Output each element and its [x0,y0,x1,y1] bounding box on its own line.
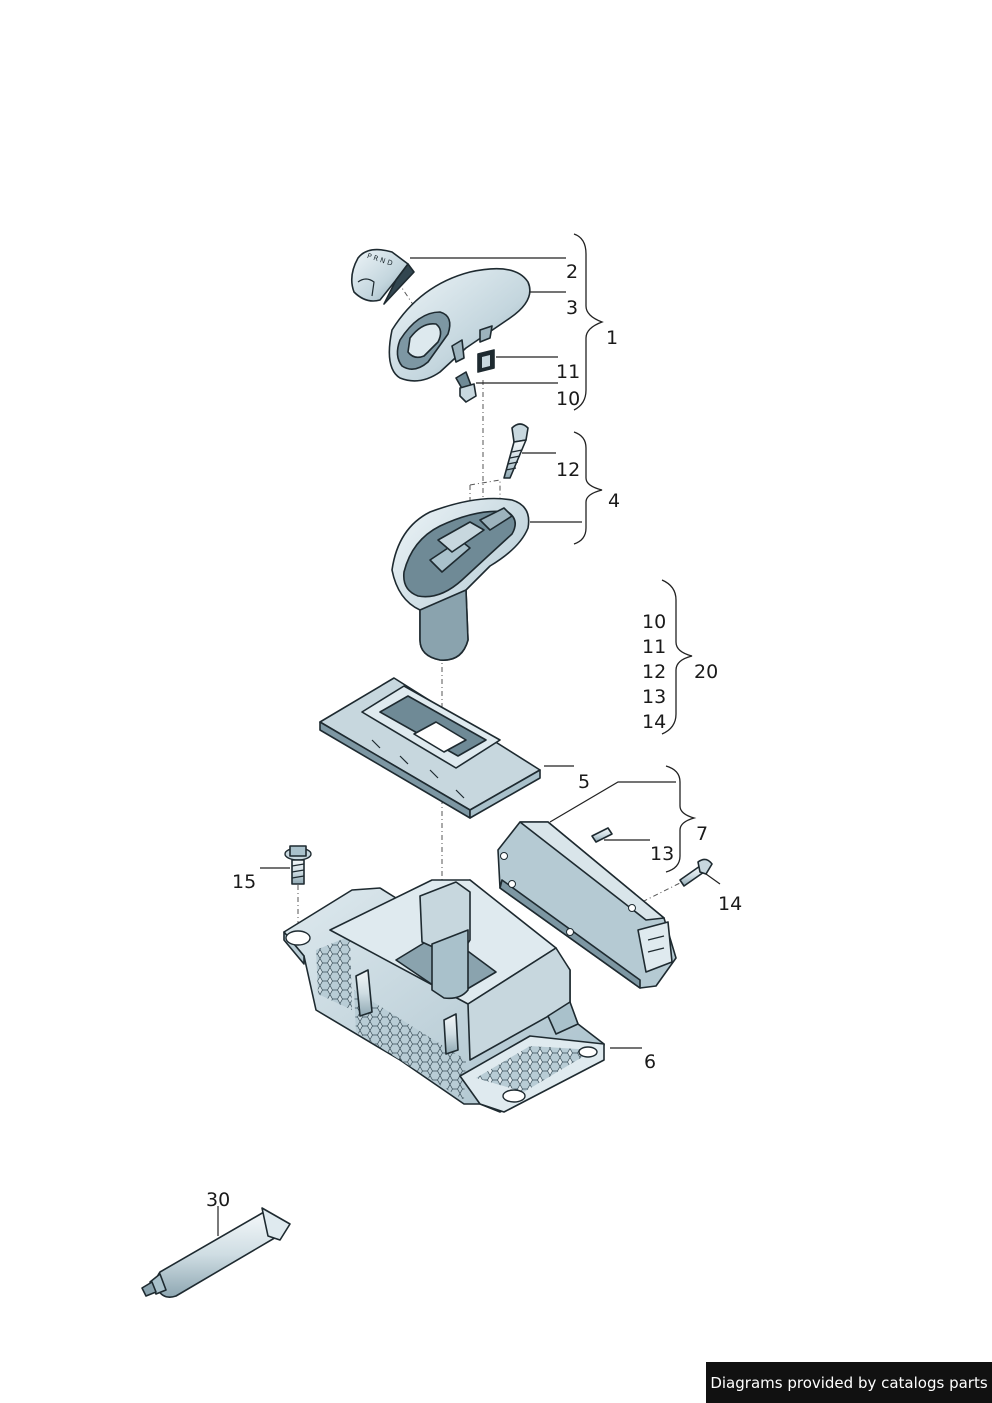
module-screw [679,858,713,887]
callout-1: 1 [606,327,618,349]
knob-cover [388,267,531,382]
trim-plate [319,677,541,819]
kit-item-11: 11 [642,636,666,658]
callout-5: 5 [578,771,590,793]
callout-11: 11 [556,361,580,383]
kit-item-14: 14 [642,711,666,733]
callout-3: 3 [566,297,578,319]
retaining-clip [477,349,495,373]
callout-10: 10 [556,388,580,410]
lubricant-tube [141,1207,291,1298]
braces [573,233,697,873]
callout-2: 2 [566,261,578,283]
callout-30: 30 [206,1189,230,1211]
shifter-housing [283,879,605,1113]
knob-base [391,497,530,661]
callout-7: 7 [696,823,708,845]
credit-banner[interactable]: Diagrams provided by catalogs parts [706,1362,992,1403]
kit-item-12: 12 [642,661,666,683]
callout-20: 20 [694,661,718,683]
gear-selector-cap: P R N D [350,248,415,305]
kit-item-10: 10 [642,611,666,633]
callout-15: 15 [232,871,256,893]
leader-lines [217,257,721,1236]
control-module [497,821,677,989]
callout-13: 13 [650,843,674,865]
flange-bolt [284,845,312,885]
kit-item-13: 13 [642,686,666,708]
small-screw [455,371,477,403]
callout-numbers: 2 3 1 11 10 12 4 10 11 12 20 13 14 5 7 1… [206,261,742,1211]
callout-6: 6 [644,1051,656,1073]
assembly-axis [297,281,691,936]
callout-12: 12 [556,459,580,481]
callout-4: 4 [608,490,620,512]
callout-14: 14 [718,893,742,915]
long-bolt [503,423,529,479]
locating-pin [591,827,613,843]
